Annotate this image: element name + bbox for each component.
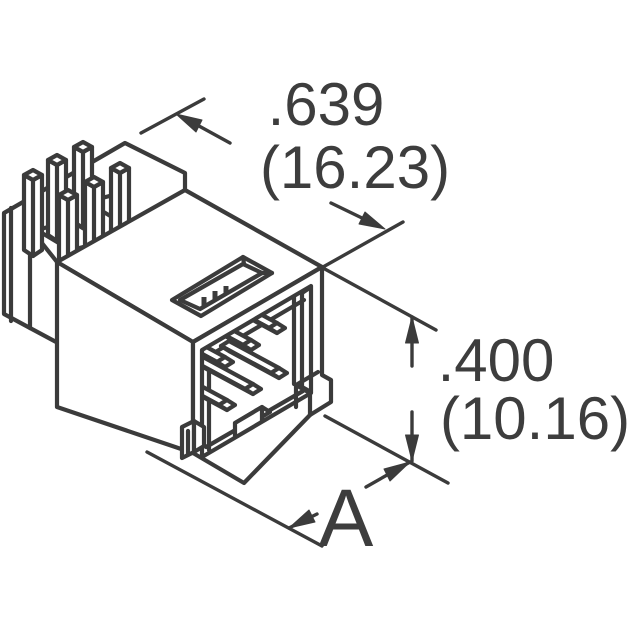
extension-line	[321, 266, 438, 332]
contact-pin	[202, 370, 238, 413]
arrowhead	[358, 211, 386, 230]
extension-line	[139, 97, 206, 135]
extension-line	[323, 414, 450, 485]
arrowhead	[288, 509, 316, 529]
dim-width-mm: (16.23)	[260, 134, 450, 201]
extension-line	[321, 220, 405, 269]
arrow-shaft	[329, 201, 364, 220]
dim-height-inches: .400	[438, 327, 555, 394]
arrow-shaft	[197, 124, 232, 145]
pin-post	[21, 167, 45, 259]
arrowhead	[405, 434, 419, 462]
dimension-lines	[139, 97, 450, 548]
arrowhead	[405, 316, 419, 344]
arrowhead	[175, 113, 203, 133]
dim-width-inches: .639	[268, 71, 385, 138]
dim-height-mm: (10.16)	[440, 385, 630, 452]
mounting-latch	[179, 418, 207, 461]
extension-line	[145, 450, 324, 548]
polarization-slot	[169, 254, 275, 319]
arrowhead	[383, 461, 411, 482]
base-ledge	[293, 369, 321, 418]
contact-pin	[218, 338, 290, 381]
dimension-labels: .639 (16.23) .400 (10.16) A	[260, 71, 630, 564]
dim-ref-label: A	[319, 473, 374, 564]
